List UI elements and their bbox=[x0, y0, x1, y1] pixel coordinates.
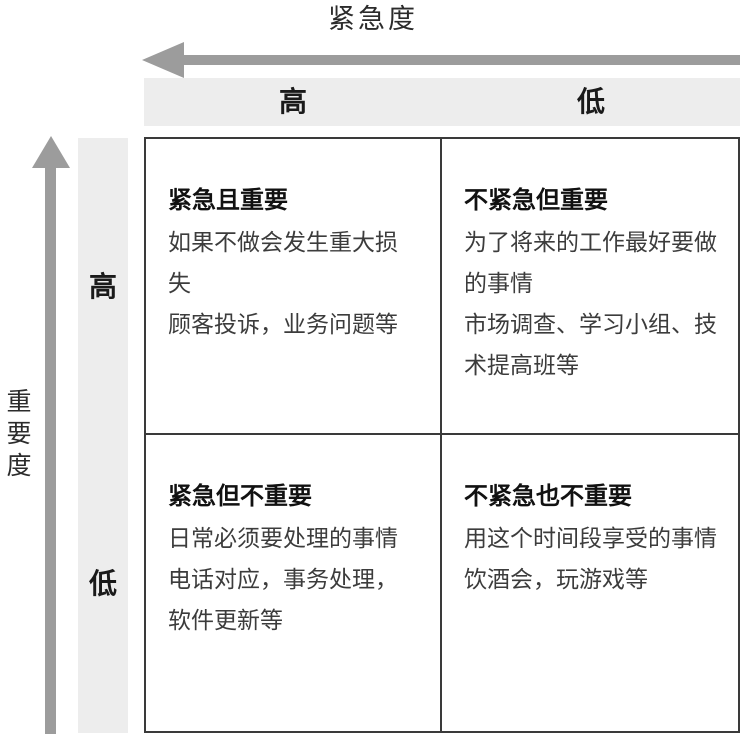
row-header-low: 低 bbox=[88, 567, 117, 601]
vertical-axis-title: 重 要 度 bbox=[2, 386, 36, 482]
quadrant-title: 紧急且重要 bbox=[168, 186, 288, 214]
quadrant-description: 用这个时间段享受的事情 bbox=[464, 526, 717, 552]
vertical-axis-arrow-up-icon bbox=[32, 136, 70, 734]
vertical-axis-title-char-2: 要 bbox=[6, 419, 32, 448]
row-header-band: 高 低 bbox=[78, 138, 128, 733]
arrow-shaft-vertical bbox=[45, 166, 56, 734]
column-header-band: 高 低 bbox=[144, 78, 740, 126]
quadrant-not-urgent-not-important: 不紧急也不重要 用这个时间段享受的事情 饮酒会，玩游戏等 bbox=[442, 435, 738, 731]
arrow-head-up-icon bbox=[32, 136, 70, 168]
quadrant-description: 日常必须要处理的事情 bbox=[168, 526, 398, 552]
horizontal-axis-title: 紧急度 bbox=[328, 4, 418, 35]
quadrant-description: 如果不做会发生重大损失 bbox=[168, 230, 398, 297]
quadrant-description: 为了将来的工作最好要做的事情 bbox=[464, 230, 717, 297]
column-header-high: 高 bbox=[278, 85, 307, 118]
matrix-grid: 紧急且重要 如果不做会发生重大损失 顾客投诉，业务问题等 不紧急但重要 为了将来… bbox=[144, 137, 740, 733]
quadrant-title: 紧急但不重要 bbox=[168, 482, 312, 510]
vertical-axis-title-char-3: 度 bbox=[6, 451, 32, 480]
quadrant-not-urgent-important: 不紧急但重要 为了将来的工作最好要做的事情 市场调查、学习小组、技术提高班等 bbox=[442, 139, 738, 435]
quadrant-examples: 饮酒会，玩游戏等 bbox=[464, 567, 648, 593]
arrow-shaft-horizontal bbox=[182, 55, 740, 65]
column-header-low: 低 bbox=[576, 85, 605, 118]
quadrant-title: 不紧急但重要 bbox=[464, 186, 608, 214]
quadrant-examples: 市场调查、学习小组、技术提高班等 bbox=[464, 312, 717, 379]
quadrant-urgent-not-important: 紧急但不重要 日常必须要处理的事情 电话对应，事务处理，软件更新等 bbox=[146, 435, 442, 731]
quadrant-title: 不紧急也不重要 bbox=[464, 482, 632, 510]
vertical-axis-title-char-1: 重 bbox=[6, 387, 32, 416]
row-header-high: 高 bbox=[88, 269, 117, 303]
horizontal-axis-arrow-left-icon bbox=[142, 42, 740, 78]
quadrant-urgent-important: 紧急且重要 如果不做会发生重大损失 顾客投诉，业务问题等 bbox=[146, 139, 442, 435]
quadrant-examples: 电话对应，事务处理，软件更新等 bbox=[168, 567, 398, 634]
quadrant-examples: 顾客投诉，业务问题等 bbox=[168, 312, 398, 338]
arrow-head-left-icon bbox=[142, 42, 184, 78]
